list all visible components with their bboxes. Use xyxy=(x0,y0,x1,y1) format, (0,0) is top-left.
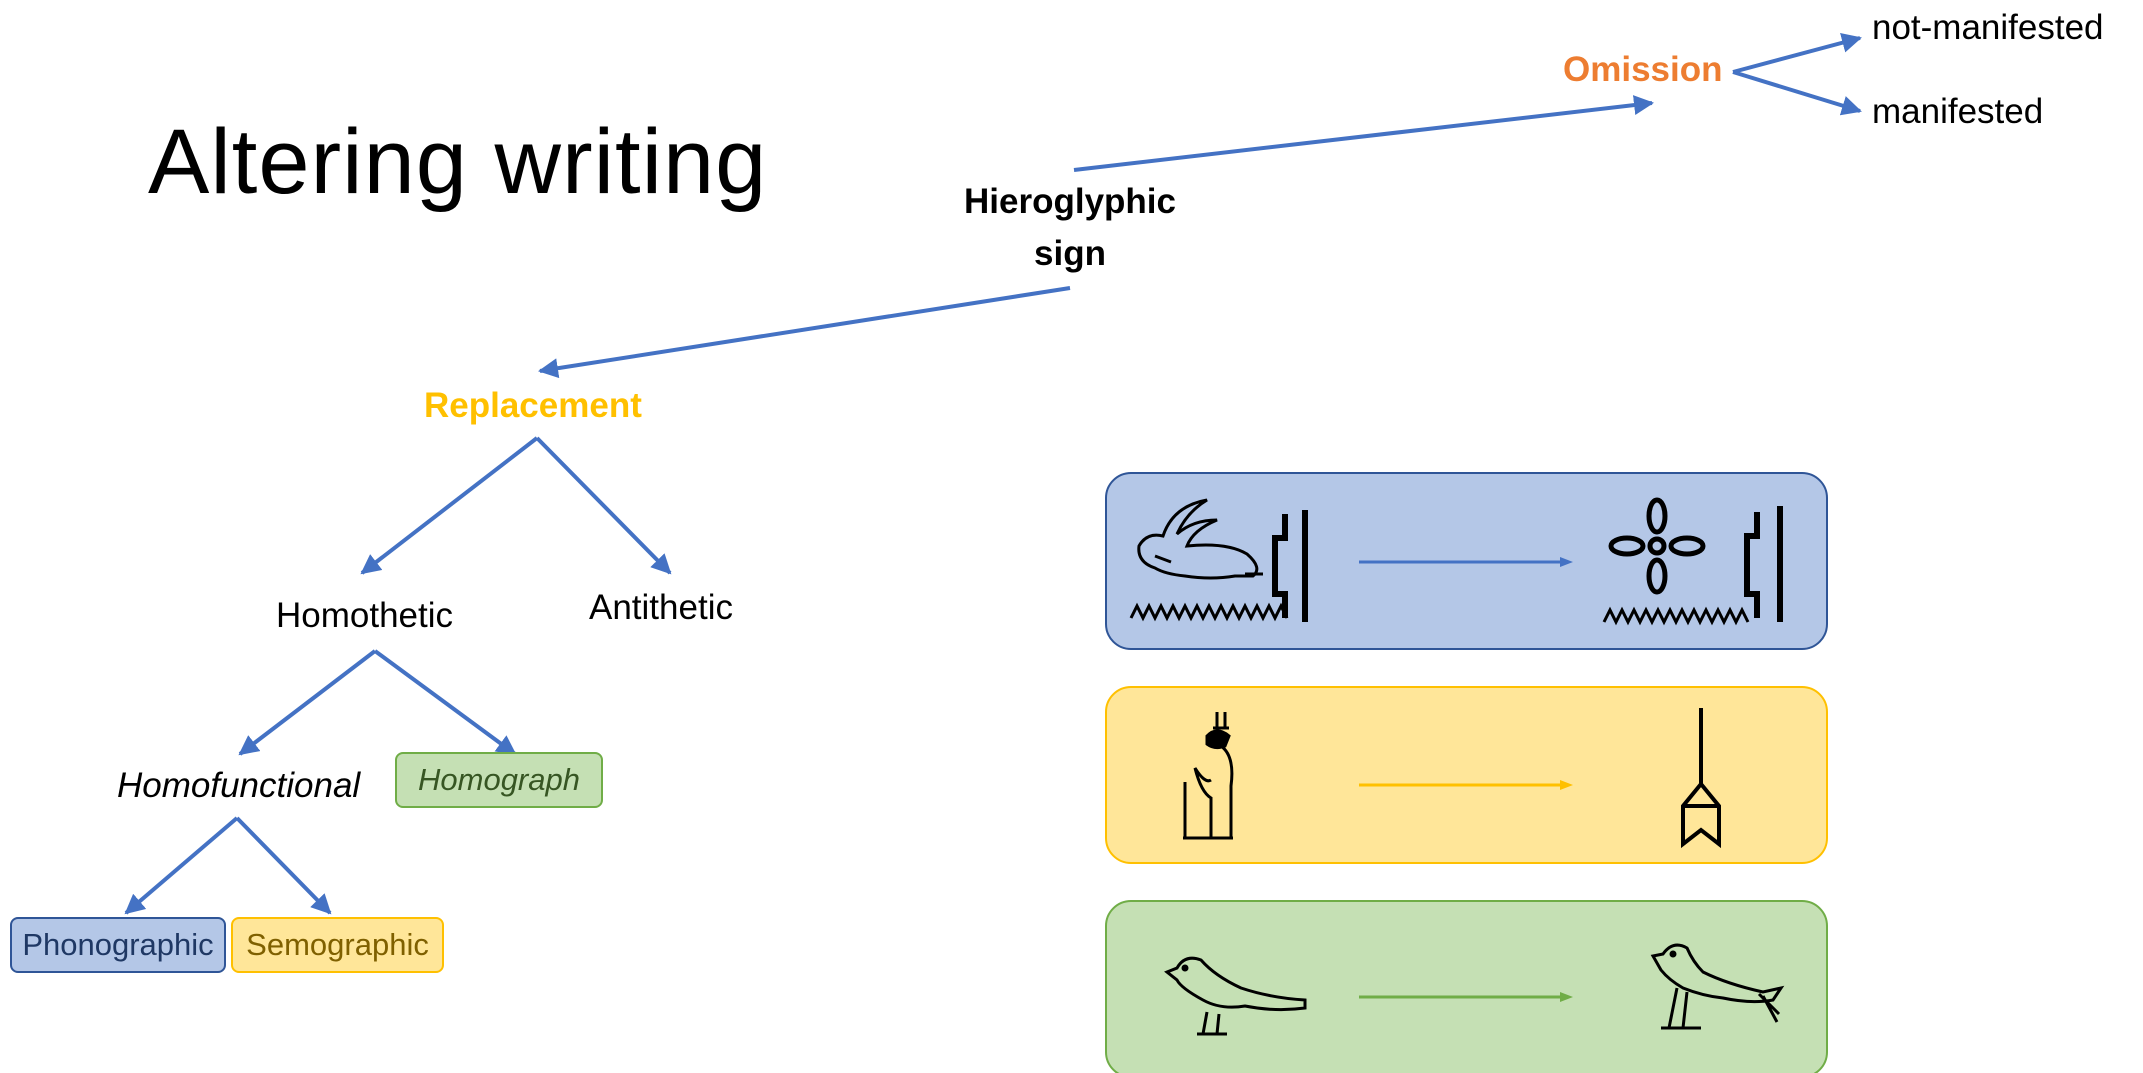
arrow-root-to-omission xyxy=(1073,95,1654,172)
manifested-label: manifested xyxy=(1872,92,2044,131)
arrow-homothetic-to-homofunctional xyxy=(238,649,377,756)
replacement-label: Replacement xyxy=(424,386,642,425)
semographic-arrow xyxy=(1359,780,1573,790)
homofunctional-label: Homofunctional xyxy=(117,766,361,805)
sparrow-glyph-icon xyxy=(1164,956,1307,1036)
arrow-omission-to-not-manifested xyxy=(1732,32,1862,74)
homograph-tag: Homograph xyxy=(395,752,603,808)
homothetic-label: Homothetic xyxy=(276,596,454,635)
hare-glyph-icon xyxy=(1129,498,1308,622)
phonographic-tag: Phonographic xyxy=(10,917,226,973)
arrow-homofunctional-to-semographic xyxy=(235,816,332,915)
homograph-example-panel xyxy=(1105,900,1828,1073)
arrow-omission-to-manifested xyxy=(1732,70,1862,116)
swallow-glyph-icon xyxy=(1650,943,1785,1030)
phonographic-example-panel xyxy=(1105,472,1828,650)
semographic-tag: Semographic xyxy=(231,917,444,973)
standard-glyph-icon xyxy=(1681,708,1721,849)
phonographic-arrow xyxy=(1359,557,1573,567)
antithetic-label: Antithetic xyxy=(589,588,733,627)
semographic-example-panel xyxy=(1105,686,1828,864)
omission-label: Omission xyxy=(1563,50,1723,89)
slide-title: Altering writing xyxy=(148,111,768,213)
arrow-homothetic-to-homograph xyxy=(373,649,517,756)
flower-glyph-icon xyxy=(1602,497,1783,626)
not-manifested-label: not-manifested xyxy=(1872,8,2104,47)
root-label-line-1: Hieroglyphic xyxy=(964,182,1176,221)
seated-god-glyph-icon xyxy=(1183,712,1234,840)
arrow-root-to-replacement xyxy=(538,286,1071,379)
root-label-line-2: sign xyxy=(1034,234,1106,273)
arrow-replacement-to-antithetic xyxy=(535,436,672,575)
arrow-homofunctional-to-phonographic xyxy=(124,816,239,915)
homograph-arrow xyxy=(1359,992,1573,1002)
arrow-replacement-to-homothetic xyxy=(360,436,539,575)
